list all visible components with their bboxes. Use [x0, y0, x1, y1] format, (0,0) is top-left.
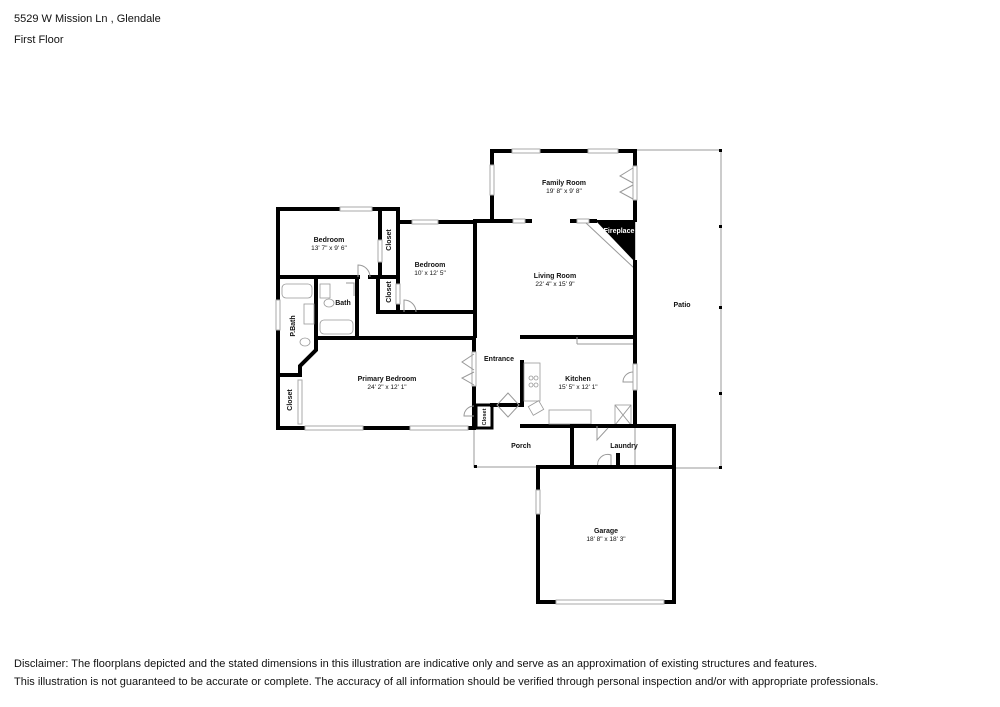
family-room-dims: 19' 8" x 9' 8": [546, 188, 582, 195]
closet-entrance-label: Closet: [482, 408, 488, 425]
porch-label: Porch: [511, 443, 531, 450]
kitchen-dims: 15' 5" x 12' 1": [558, 384, 598, 391]
closet-primary-label: Closet: [287, 389, 294, 411]
closet-b2-label: Closet: [386, 281, 393, 303]
primary-bedroom-label: Primary Bedroom: [358, 376, 417, 383]
disclaimer-line-1: Disclaimer: The floorplans depicted and …: [14, 658, 818, 670]
kitchen-label: Kitchen: [565, 376, 591, 383]
p-bath-label: P.Bath: [290, 315, 297, 336]
living-room-dims: 22' 4" x 15' 9": [535, 281, 575, 288]
bedroom2-label: Bedroom: [415, 262, 446, 269]
fireplace: Fireplace: [585, 220, 635, 269]
bedroom1-dims: 13' 7" x 9' 6": [311, 245, 347, 252]
bedroom2-dims: 10' x 12' 5": [414, 270, 446, 277]
entrance-label: Entrance: [484, 356, 514, 363]
garage-label: Garage: [594, 528, 618, 535]
family-room-walls: [473, 148, 638, 224]
laundry-label: Laundry: [610, 443, 638, 450]
bath-label: Bath: [335, 300, 351, 307]
patio-label: Patio: [673, 302, 690, 309]
disclaimer-line-2: This illustration is not guaranteed to b…: [14, 676, 879, 688]
living-room-walls: [473, 219, 637, 339]
patio-area: [634, 149, 722, 469]
bedroom2-walls: [376, 219, 476, 314]
kitchen-walls: [490, 335, 638, 428]
primary-bedroom-dims: 24' 2" x 12' 1": [367, 384, 407, 391]
bath-walls: [275, 275, 476, 430]
property-address: 5529 W Mission Ln , Glendale: [14, 13, 161, 25]
entrance-closet-walls: [474, 403, 494, 430]
closet-b1-label: Closet: [386, 229, 393, 251]
family-room-label: Family Room: [542, 180, 586, 187]
garage-dims: 18' 8" x 18' 3": [586, 536, 626, 543]
bedroom1-label: Bedroom: [314, 237, 345, 244]
floor-label: First Floor: [14, 34, 64, 46]
garage-walls: [535, 465, 676, 605]
fireplace-label: Fireplace: [604, 228, 635, 235]
primary-bedroom-walls: [276, 336, 477, 431]
living-room-label: Living Room: [534, 273, 576, 280]
